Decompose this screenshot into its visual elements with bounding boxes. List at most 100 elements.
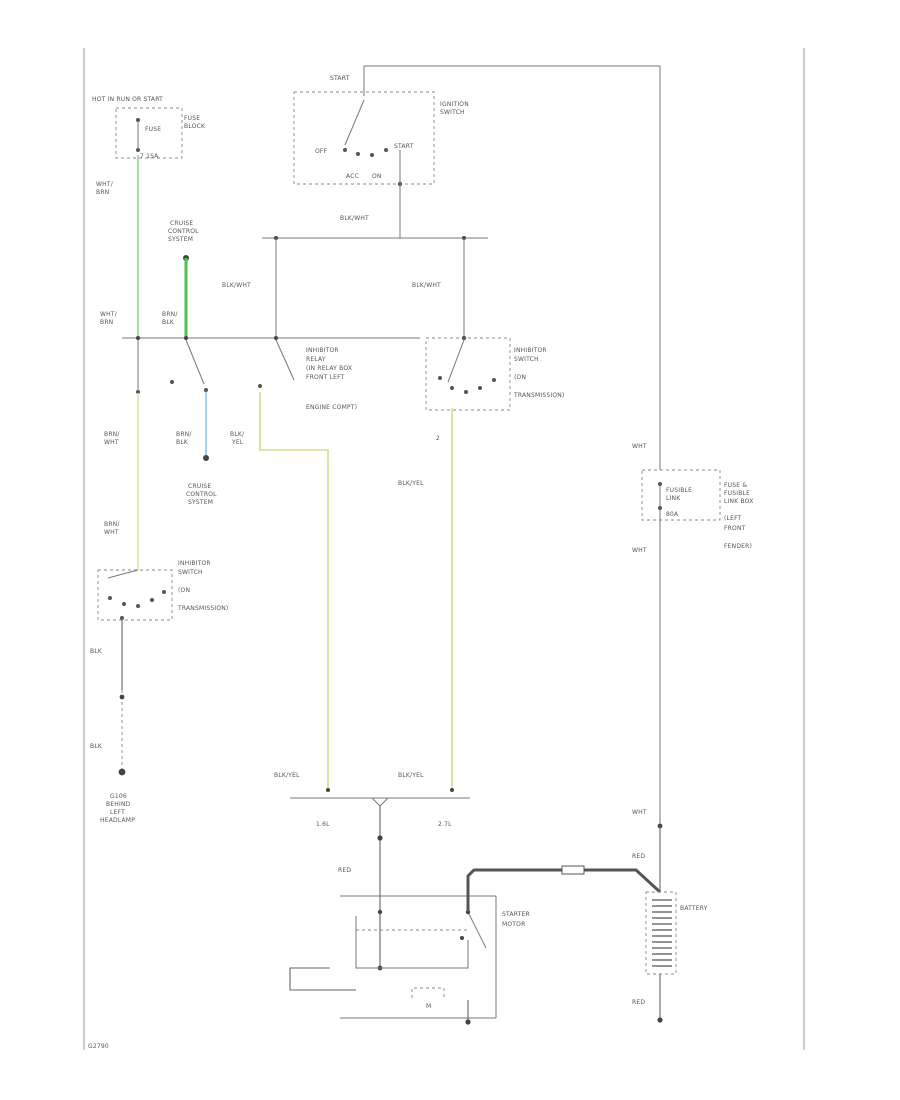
fuse-label: FUSE <box>145 126 161 133</box>
cruise-bottom-label-3: SYSTEM <box>188 499 213 506</box>
inhibitor-right-top-dot <box>461 335 467 341</box>
fuse-number-label: 7 15A <box>140 153 159 160</box>
fuse-block-label-2: BLOCK <box>184 123 206 130</box>
ignition-switch-blade <box>344 99 365 146</box>
fuse-top-dot <box>136 118 140 122</box>
inhibitor-right-c5 <box>492 378 496 382</box>
fuse-bottom-dot <box>136 148 140 152</box>
bus-join <box>371 797 389 807</box>
wht-batt-label: WHT <box>632 809 647 816</box>
relay-dot-a <box>170 380 174 384</box>
starter-motor-label-2: MOTOR <box>502 921 525 928</box>
ignition-contact-acc <box>356 152 360 156</box>
relay-bus-dot-3 <box>274 336 278 340</box>
cruise-top-label-2: CONTROL <box>168 228 199 235</box>
blk-yel-mid-label: BLK/YEL <box>398 480 424 487</box>
fusible-bottom-dot <box>658 506 662 510</box>
inhibitor-left-label-3: (ON <box>178 587 190 594</box>
ignition-start-label: START <box>394 143 414 150</box>
blk-yel-short-label-a: BLK/ <box>230 431 245 438</box>
fuse-block-label-1: FUSE <box>184 115 200 122</box>
inhibitor-right-label-4: TRANSMISSION) <box>513 392 564 399</box>
ignition-acc-label: ACC <box>346 173 359 180</box>
fusible-top-dot <box>658 482 662 486</box>
fuse-fusible-label-4: (LEFT <box>724 515 742 522</box>
inhibitor-right-c4 <box>478 386 482 390</box>
fusible-link-label-2: LINK <box>666 495 681 502</box>
battery-ground-dot <box>657 1017 663 1023</box>
blk-wht-label-top: BLK/WHT <box>340 215 369 222</box>
starter-terminal-left <box>377 909 383 915</box>
cruise-bottom-label-1: CRUISE <box>188 483 211 490</box>
ground-terminal <box>118 768 126 776</box>
ground-label-3: LEFT <box>110 809 125 816</box>
inhibitor-right-c2 <box>450 386 454 390</box>
inhibitor-relay-label-2: RELAY <box>306 356 326 363</box>
ignition-start-top-label: START <box>330 75 350 82</box>
starter-motor-label-1: STARTER <box>502 911 530 918</box>
inhibitor-right-label-3: (ON <box>514 374 526 381</box>
wht-brn-label-1b: BRN <box>96 189 109 196</box>
ground-label-1: G106 <box>110 793 127 800</box>
inhibitor-relay-label-4: FRONT LEFT <box>306 374 345 381</box>
brn-wht-2-label-b: WHT <box>104 529 119 536</box>
blk-yel-bus-left-label: BLK/YEL <box>274 772 300 779</box>
ignition-off-label: OFF <box>315 148 328 155</box>
inhibitor-left-out <box>120 616 124 620</box>
bus-dot-right <box>450 788 454 792</box>
ground-label-2: BEHIND <box>106 801 131 808</box>
starter-field-coil <box>355 940 469 969</box>
inhibitor-left-label-2: SWITCH <box>178 569 203 576</box>
red-left-label: RED <box>338 867 351 874</box>
wht-brn-label-2a: WHT/ <box>100 311 118 318</box>
inhibitor-relay-label-3: (IN RELAY BOX <box>306 365 352 372</box>
brn-wht-label-b: WHT <box>104 439 119 446</box>
starter-motor-box <box>411 987 445 998</box>
wht-top-right-label: WHT <box>632 443 647 450</box>
fuse-fusible-label-3: LINK BOX <box>724 498 754 505</box>
cruise-top-label-1: CRUISE <box>170 220 193 227</box>
fuse-fusible-label-5: FRONT <box>724 525 746 532</box>
relay-bus-dot-1 <box>136 336 140 340</box>
blk-label-2: BLK <box>90 743 103 750</box>
fuse-block-box <box>115 107 183 159</box>
inhibitor-right-label-1: INHIBITOR <box>514 347 547 354</box>
inhibitor-left-label-4: TRANSMISSION) <box>177 605 228 612</box>
inhibitor-left-c2 <box>122 602 126 606</box>
inhibitor-left-c3 <box>136 604 140 608</box>
inhibitor-left-c1 <box>108 596 112 600</box>
fuse-fusible-label-1: FUSE & <box>724 482 747 489</box>
battery-label: BATTERY <box>680 905 708 912</box>
hot-note-label: HOT IN RUN OR START <box>92 96 163 103</box>
ignition-contact-on <box>370 153 374 157</box>
ignition-switch-label-1: IGNITION <box>440 101 469 108</box>
inhibitor-relay-label-1: INHIBITOR <box>306 347 339 354</box>
ignition-on-label: ON <box>372 173 382 180</box>
relay-contact-3 <box>275 339 295 381</box>
red-bottom-label: RED <box>632 999 645 1006</box>
ground-label-4: HEADLAMP <box>100 817 135 824</box>
red-batt-label: RED <box>632 853 645 860</box>
cruise-bottom-connector <box>203 455 209 461</box>
inhibitor-right-c3 <box>464 390 468 394</box>
bus-left-label: 1.6L <box>316 821 330 828</box>
starter-solenoid-plunger <box>467 911 487 949</box>
cruise-top-label-3: SYSTEM <box>168 236 193 243</box>
inhibitor-right-c1 <box>438 376 442 380</box>
blk-yel-short-label-b: YEL <box>231 439 244 446</box>
ignition-switch-label-2: SWITCH <box>440 109 465 116</box>
ignition-contact-start <box>384 148 388 152</box>
brn-blk-label-2a: BRN/ <box>176 431 192 438</box>
inhibitor-left-c4 <box>150 598 154 602</box>
brn-wht-2-label-a: BRN/ <box>104 521 120 528</box>
relay-dot-c <box>258 384 262 388</box>
starter-pinion <box>289 967 356 991</box>
fusible-link-box <box>641 469 721 521</box>
starter-feed-connector <box>377 835 383 841</box>
ground-mid-connector <box>119 694 125 700</box>
cruise-bottom-label-2: CONTROL <box>186 491 217 498</box>
fuse-fusible-label-6: FENDER) <box>724 543 752 550</box>
blk-yel-bus-right-label: BLK/YEL <box>398 772 424 779</box>
inhibitor-right-blade <box>447 339 465 383</box>
